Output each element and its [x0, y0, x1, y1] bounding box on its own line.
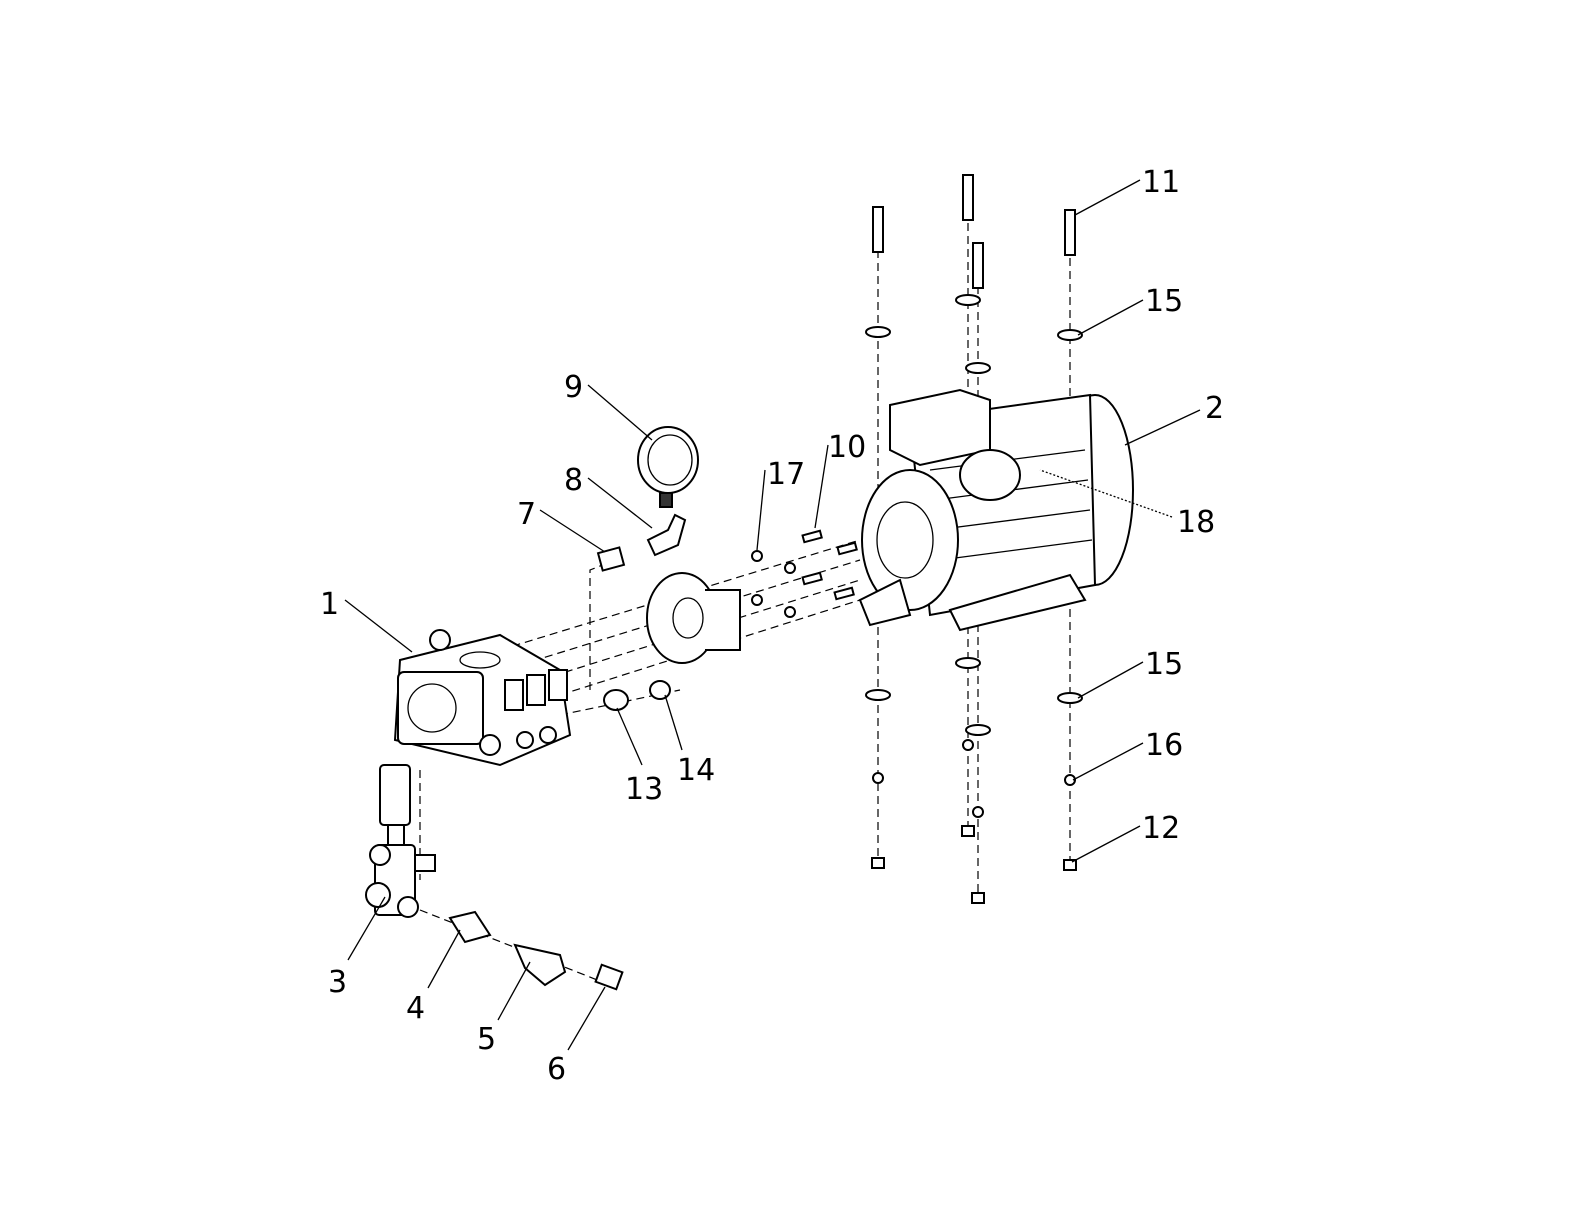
callout-9: 9: [564, 370, 583, 405]
callout-13: 13: [625, 772, 663, 807]
callout-2: 2: [1205, 391, 1224, 426]
fittings: [448, 513, 687, 991]
callout-12: 12: [1142, 811, 1180, 846]
callout-17: 17: [767, 457, 805, 492]
flange: [646, 572, 741, 664]
callout-1: 1: [320, 587, 339, 622]
callout-11: 11: [1142, 165, 1180, 200]
callout-8: 8: [564, 463, 583, 498]
callout-7: 7: [517, 497, 536, 532]
callout-15-top: 15: [1145, 284, 1183, 319]
electric-motor: [858, 388, 1134, 632]
callout-3: 3: [328, 965, 347, 1000]
callout-16: 16: [1145, 728, 1183, 763]
leader-lines: [344, 179, 1201, 1051]
pressure-gauge: [637, 426, 699, 508]
callout-10: 10: [828, 430, 866, 465]
callout-5: 5: [477, 1022, 496, 1057]
fasteners: [751, 174, 1083, 904]
callout-15-bottom: 15: [1145, 647, 1183, 682]
callout-labels: 1 2 3 4 5 6 7 8 9 10 11 12 13 14 15 15 1…: [320, 165, 1224, 1087]
unloader-valve: [365, 764, 436, 918]
callout-14: 14: [677, 753, 715, 788]
pump-body: [393, 629, 572, 767]
callout-6: 6: [547, 1052, 566, 1087]
callout-4: 4: [406, 991, 425, 1026]
callout-18: 18: [1177, 505, 1215, 540]
